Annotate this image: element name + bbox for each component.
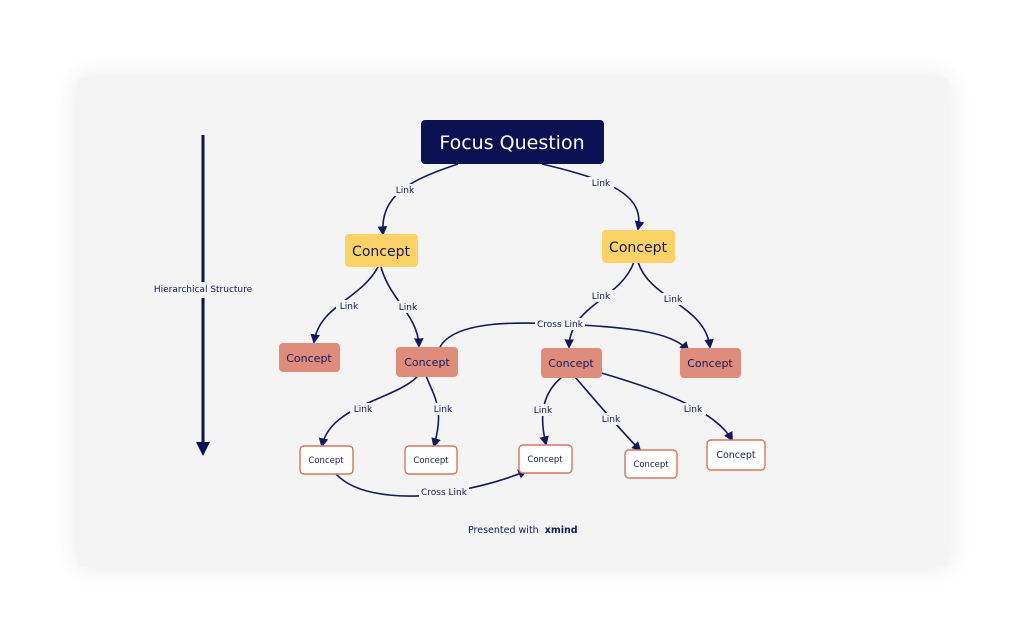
presented-with-label: Presented with bbox=[468, 525, 539, 536]
concept-text: Concept bbox=[404, 356, 450, 369]
concept-node-l2-c[interactable]: Concept bbox=[541, 348, 602, 378]
link-label: Link bbox=[664, 295, 683, 305]
concept-node-l3-e[interactable]: Concept bbox=[706, 439, 766, 471]
concept-node-l2-d[interactable]: Concept bbox=[680, 348, 741, 378]
concept-text: Concept bbox=[716, 450, 756, 461]
concept-text: Concept bbox=[633, 460, 669, 470]
focus-question-text: Focus Question bbox=[439, 132, 584, 154]
link-label: Link bbox=[396, 186, 415, 196]
cross-link-label: Cross Link bbox=[537, 320, 584, 330]
link-label: Link bbox=[399, 303, 418, 313]
link-label: Link bbox=[434, 405, 453, 415]
concept-text: Concept bbox=[413, 456, 449, 466]
concept-text: Concept bbox=[286, 352, 332, 365]
concept-node-l3-a[interactable]: Concept bbox=[299, 445, 354, 475]
concept-node-l3-b[interactable]: Concept bbox=[404, 445, 458, 475]
xmind-brand: xmind bbox=[545, 525, 578, 536]
link-label: Link bbox=[592, 179, 611, 189]
axis-label: Hierarchical Structure bbox=[154, 285, 253, 295]
link-focus-to-left[interactable] bbox=[377, 163, 459, 236]
link-label: Link bbox=[602, 415, 621, 425]
link-label: Link bbox=[534, 406, 553, 416]
link-right-to-l2c[interactable] bbox=[564, 261, 635, 349]
footer: Presented with xmind bbox=[468, 525, 578, 536]
concept-text: Concept bbox=[609, 240, 667, 256]
link-label: Link bbox=[340, 302, 359, 312]
presented-with-text: Presented with xmind bbox=[468, 525, 578, 536]
focus-question-node[interactable]: Focus Question bbox=[421, 120, 604, 164]
link-label: Link bbox=[354, 405, 373, 415]
concept-node-l1-right[interactable]: Concept bbox=[602, 230, 675, 263]
link-l2c-to-l3e[interactable] bbox=[597, 371, 733, 442]
cross-link-label: Cross Link bbox=[421, 488, 468, 498]
nodes: Focus Question Concept Concept Concept C… bbox=[279, 120, 766, 479]
hierarchy-axis: Hierarchical Structure bbox=[154, 135, 253, 456]
concept-text: Concept bbox=[687, 357, 733, 370]
axis-arrow-head bbox=[196, 442, 210, 456]
link-label: Link bbox=[592, 292, 611, 302]
concept-text: Concept bbox=[527, 455, 563, 465]
concept-node-l1-left[interactable]: Concept bbox=[345, 234, 418, 267]
concept-node-l3-c[interactable]: Concept bbox=[518, 444, 573, 474]
concept-node-l3-d[interactable]: Concept bbox=[624, 449, 678, 479]
concept-text: Concept bbox=[352, 244, 410, 260]
link-focus-to-right[interactable] bbox=[541, 163, 645, 231]
concept-text: Concept bbox=[308, 456, 344, 466]
concept-node-l2-b[interactable]: Concept bbox=[396, 347, 458, 377]
link-labels: Link Link Link Link Link Link Cross Link… bbox=[336, 177, 706, 498]
concept-text: Concept bbox=[548, 357, 594, 370]
concept-node-l2-a[interactable]: Concept bbox=[279, 343, 340, 372]
link-label: Link bbox=[684, 405, 703, 415]
